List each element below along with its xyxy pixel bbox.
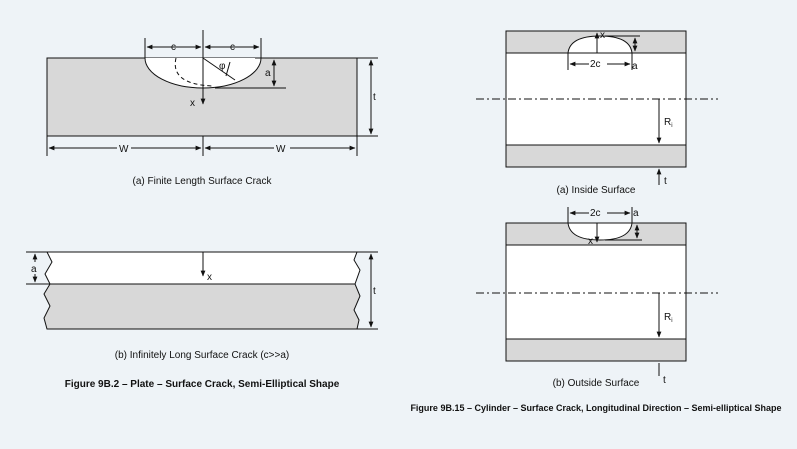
caption-finite-crack: (a) Finite Length Surface Crack [133, 176, 273, 187]
label-a: a [265, 68, 271, 79]
label-2c-inside: 2c [590, 59, 601, 70]
phi-ray-short [225, 61, 231, 77]
label-c-left: c [171, 42, 176, 53]
cylinder-bottom-wall-outside [505, 338, 687, 362]
label-t-inside: t [664, 176, 667, 187]
phi-ray [202, 57, 236, 81]
label-2c-outside: 2c [590, 208, 601, 219]
label-phi: φ [219, 61, 226, 72]
cylinder-bore-outside [505, 244, 687, 340]
caption-inside-surface: (a) Inside Surface [557, 185, 636, 196]
cylinder-outside-surface-figure: 2c a x Ri t (b) Outside Surface [476, 207, 718, 389]
figure-title-plate: Figure 9B.2 – Plate – Surface Crack, Sem… [65, 379, 340, 390]
label-x: x [190, 98, 195, 109]
label-r-inside: Ri [664, 117, 673, 129]
label-t: t [373, 92, 376, 103]
cylinder-bottom-wall [505, 144, 687, 168]
label-t-outside: t [663, 375, 666, 386]
caption-outside-surface: (b) Outside Surface [553, 378, 640, 389]
label-w-right: W [276, 144, 286, 155]
label-a-inside: a [632, 61, 638, 72]
label-t-infinite: t [373, 286, 376, 297]
plate-finite-crack-figure: c c φ a x t W W (a) Finite Length Surfac… [46, 30, 378, 187]
label-a-infinite: a [31, 264, 37, 275]
figure-title-cylinder: Figure 9B.15 – Cylinder – Surface Crack,… [410, 403, 781, 413]
label-c-right: c [230, 42, 235, 53]
label-x-inside: x [600, 30, 605, 41]
infinite-plate-body [43, 283, 361, 330]
caption-infinite-crack: (b) Infinitely Long Surface Crack (c>>a) [115, 350, 290, 361]
label-r-outside: Ri [664, 312, 673, 324]
label-a-outside: a [633, 208, 639, 219]
crack-inner-dashed-ellipse [174, 57, 213, 87]
label-x-outside: x [588, 236, 593, 247]
inside-crack [567, 35, 633, 54]
label-w-left: W [119, 144, 129, 155]
outside-crack [567, 222, 633, 241]
cylinder-inside-surface-figure: x 2c a Ri t (a) Inside Surface [476, 30, 718, 196]
plate-infinite-crack-figure: x a t (b) Infinitely Long Surface Crack … [26, 251, 378, 361]
label-x-infinite: x [207, 272, 212, 283]
